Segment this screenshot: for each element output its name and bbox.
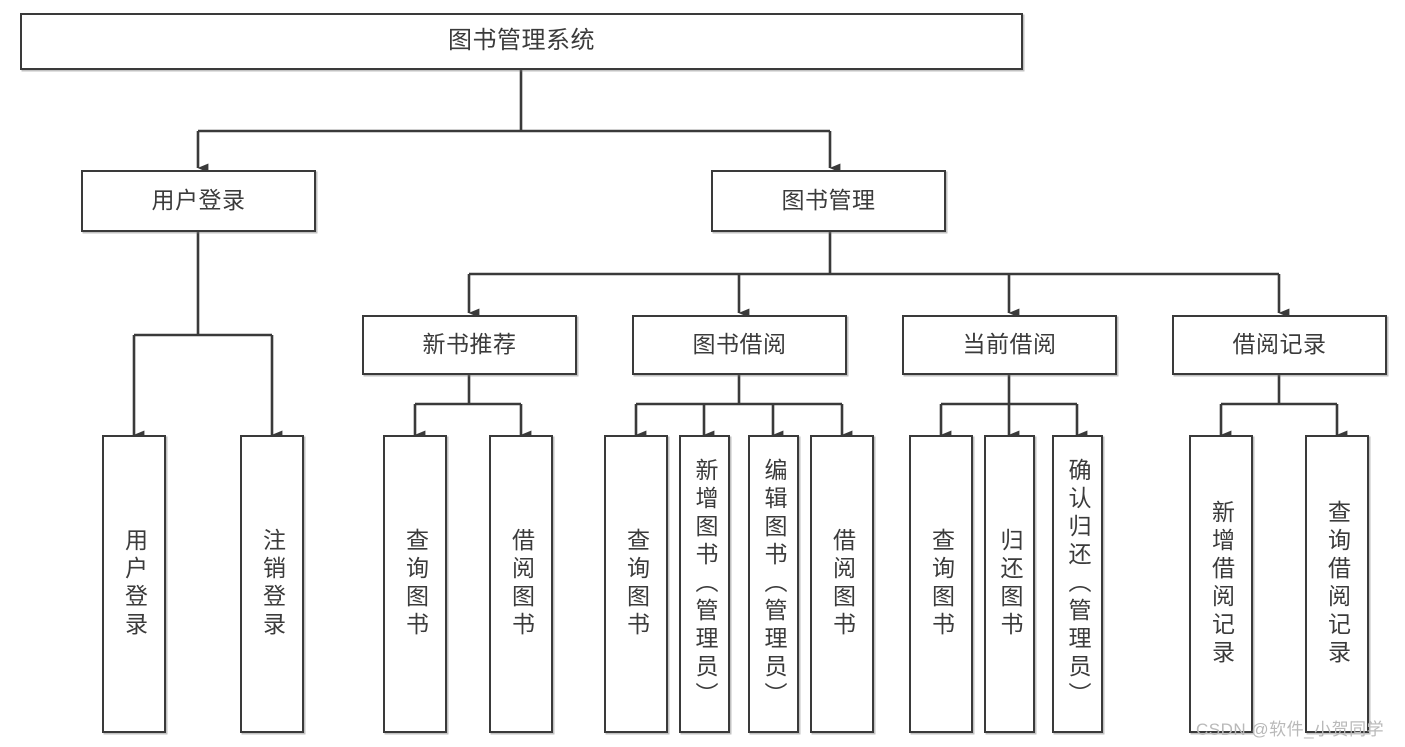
node-leaf-add-record[interactable]: 新增借阅记录 (1189, 435, 1253, 733)
node-leaf-query-book-1[interactable]: 查询图书 (383, 435, 447, 733)
node-leaf-edit-book-label: 编辑图书（管理员） (761, 458, 787, 710)
node-borrow-record-label: 借阅记录 (1232, 331, 1327, 358)
node-leaf-borrow-book-2[interactable]: 借阅图书 (810, 435, 874, 733)
node-leaf-confirm-return[interactable]: 确认归还（管理员） (1052, 435, 1103, 733)
node-leaf-return-book[interactable]: 归还图书 (984, 435, 1035, 733)
node-root[interactable]: 图书管理系统 (20, 13, 1023, 70)
node-leaf-borrow-book-1[interactable]: 借阅图书 (489, 435, 553, 733)
node-new-book-rec-label: 新书推荐 (422, 331, 517, 358)
node-current-borrow[interactable]: 当前借阅 (902, 315, 1117, 375)
node-leaf-query-book-2[interactable]: 查询图书 (604, 435, 668, 733)
node-leaf-query-book-2-label: 查询图书 (623, 528, 650, 640)
node-leaf-edit-book[interactable]: 编辑图书（管理员） (748, 435, 799, 733)
node-leaf-confirm-return-label: 确认归还（管理员） (1065, 458, 1091, 710)
node-leaf-user-login[interactable]: 用户登录 (102, 435, 166, 733)
node-leaf-query-record[interactable]: 查询借阅记录 (1305, 435, 1369, 733)
node-leaf-return-book-label: 归还图书 (997, 528, 1023, 640)
node-root-label: 图书管理系统 (448, 27, 595, 55)
node-new-book-rec[interactable]: 新书推荐 (362, 315, 577, 375)
node-borrow-record[interactable]: 借阅记录 (1172, 315, 1387, 375)
node-leaf-add-book-label: 新增图书（管理员） (692, 458, 718, 710)
node-leaf-add-record-label: 新增借阅记录 (1208, 500, 1235, 668)
node-leaf-query-book-1-label: 查询图书 (402, 528, 429, 640)
node-book-manage-label: 图书管理 (781, 187, 876, 214)
node-leaf-query-record-label: 查询借阅记录 (1324, 500, 1351, 668)
node-leaf-query-book-3[interactable]: 查询图书 (909, 435, 973, 733)
node-leaf-borrow-book-1-label: 借阅图书 (508, 528, 535, 640)
node-book-borrow[interactable]: 图书借阅 (632, 315, 847, 375)
node-book-borrow-label: 图书借阅 (692, 331, 787, 358)
node-leaf-borrow-book-2-label: 借阅图书 (829, 528, 856, 640)
node-leaf-user-login-label: 用户登录 (121, 528, 148, 640)
watermark: CSDN @软件_小贺同学 (1196, 720, 1385, 739)
node-leaf-query-book-3-label: 查询图书 (928, 528, 955, 640)
node-user-login-label: 用户登录 (151, 187, 246, 214)
node-current-borrow-label: 当前借阅 (962, 331, 1057, 358)
node-book-manage[interactable]: 图书管理 (711, 170, 946, 232)
node-leaf-logout-label: 注销登录 (259, 528, 286, 640)
node-leaf-add-book[interactable]: 新增图书（管理员） (679, 435, 730, 733)
node-user-login[interactable]: 用户登录 (81, 170, 316, 232)
node-leaf-logout[interactable]: 注销登录 (240, 435, 304, 733)
